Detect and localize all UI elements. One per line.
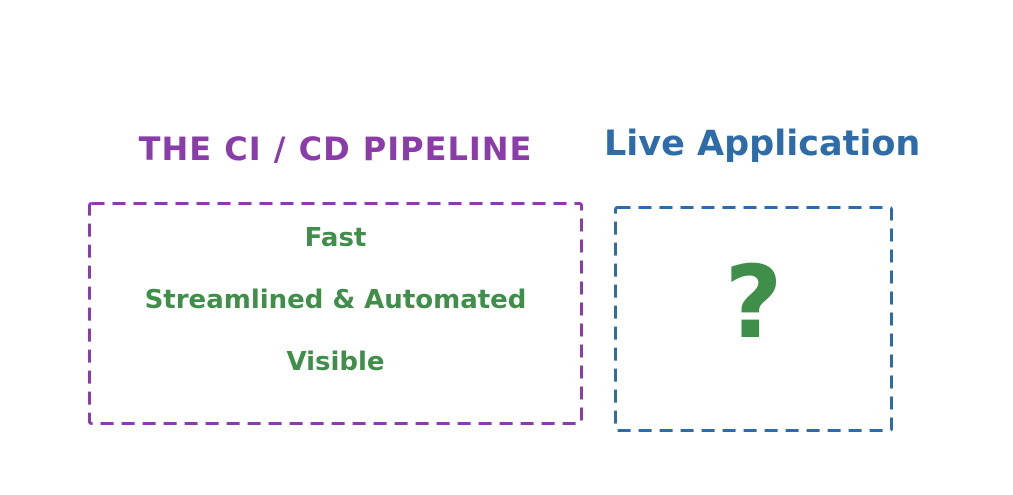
pipeline-attribute-fast: Fast — [304, 223, 367, 253]
pipeline-attribute-streamlined-automated: Streamlined & Automated — [144, 285, 527, 315]
live-application-title: Live Application — [604, 124, 921, 164]
pipeline-attribute-visible: Visible — [286, 347, 385, 377]
pipeline-title: THE CI / CD PIPELINE — [138, 130, 533, 168]
pipeline-box: Fast Streamlined & Automated Visible — [88, 202, 583, 425]
live-application-box: ? — [614, 206, 893, 432]
question-mark-icon: ? — [724, 244, 783, 361]
